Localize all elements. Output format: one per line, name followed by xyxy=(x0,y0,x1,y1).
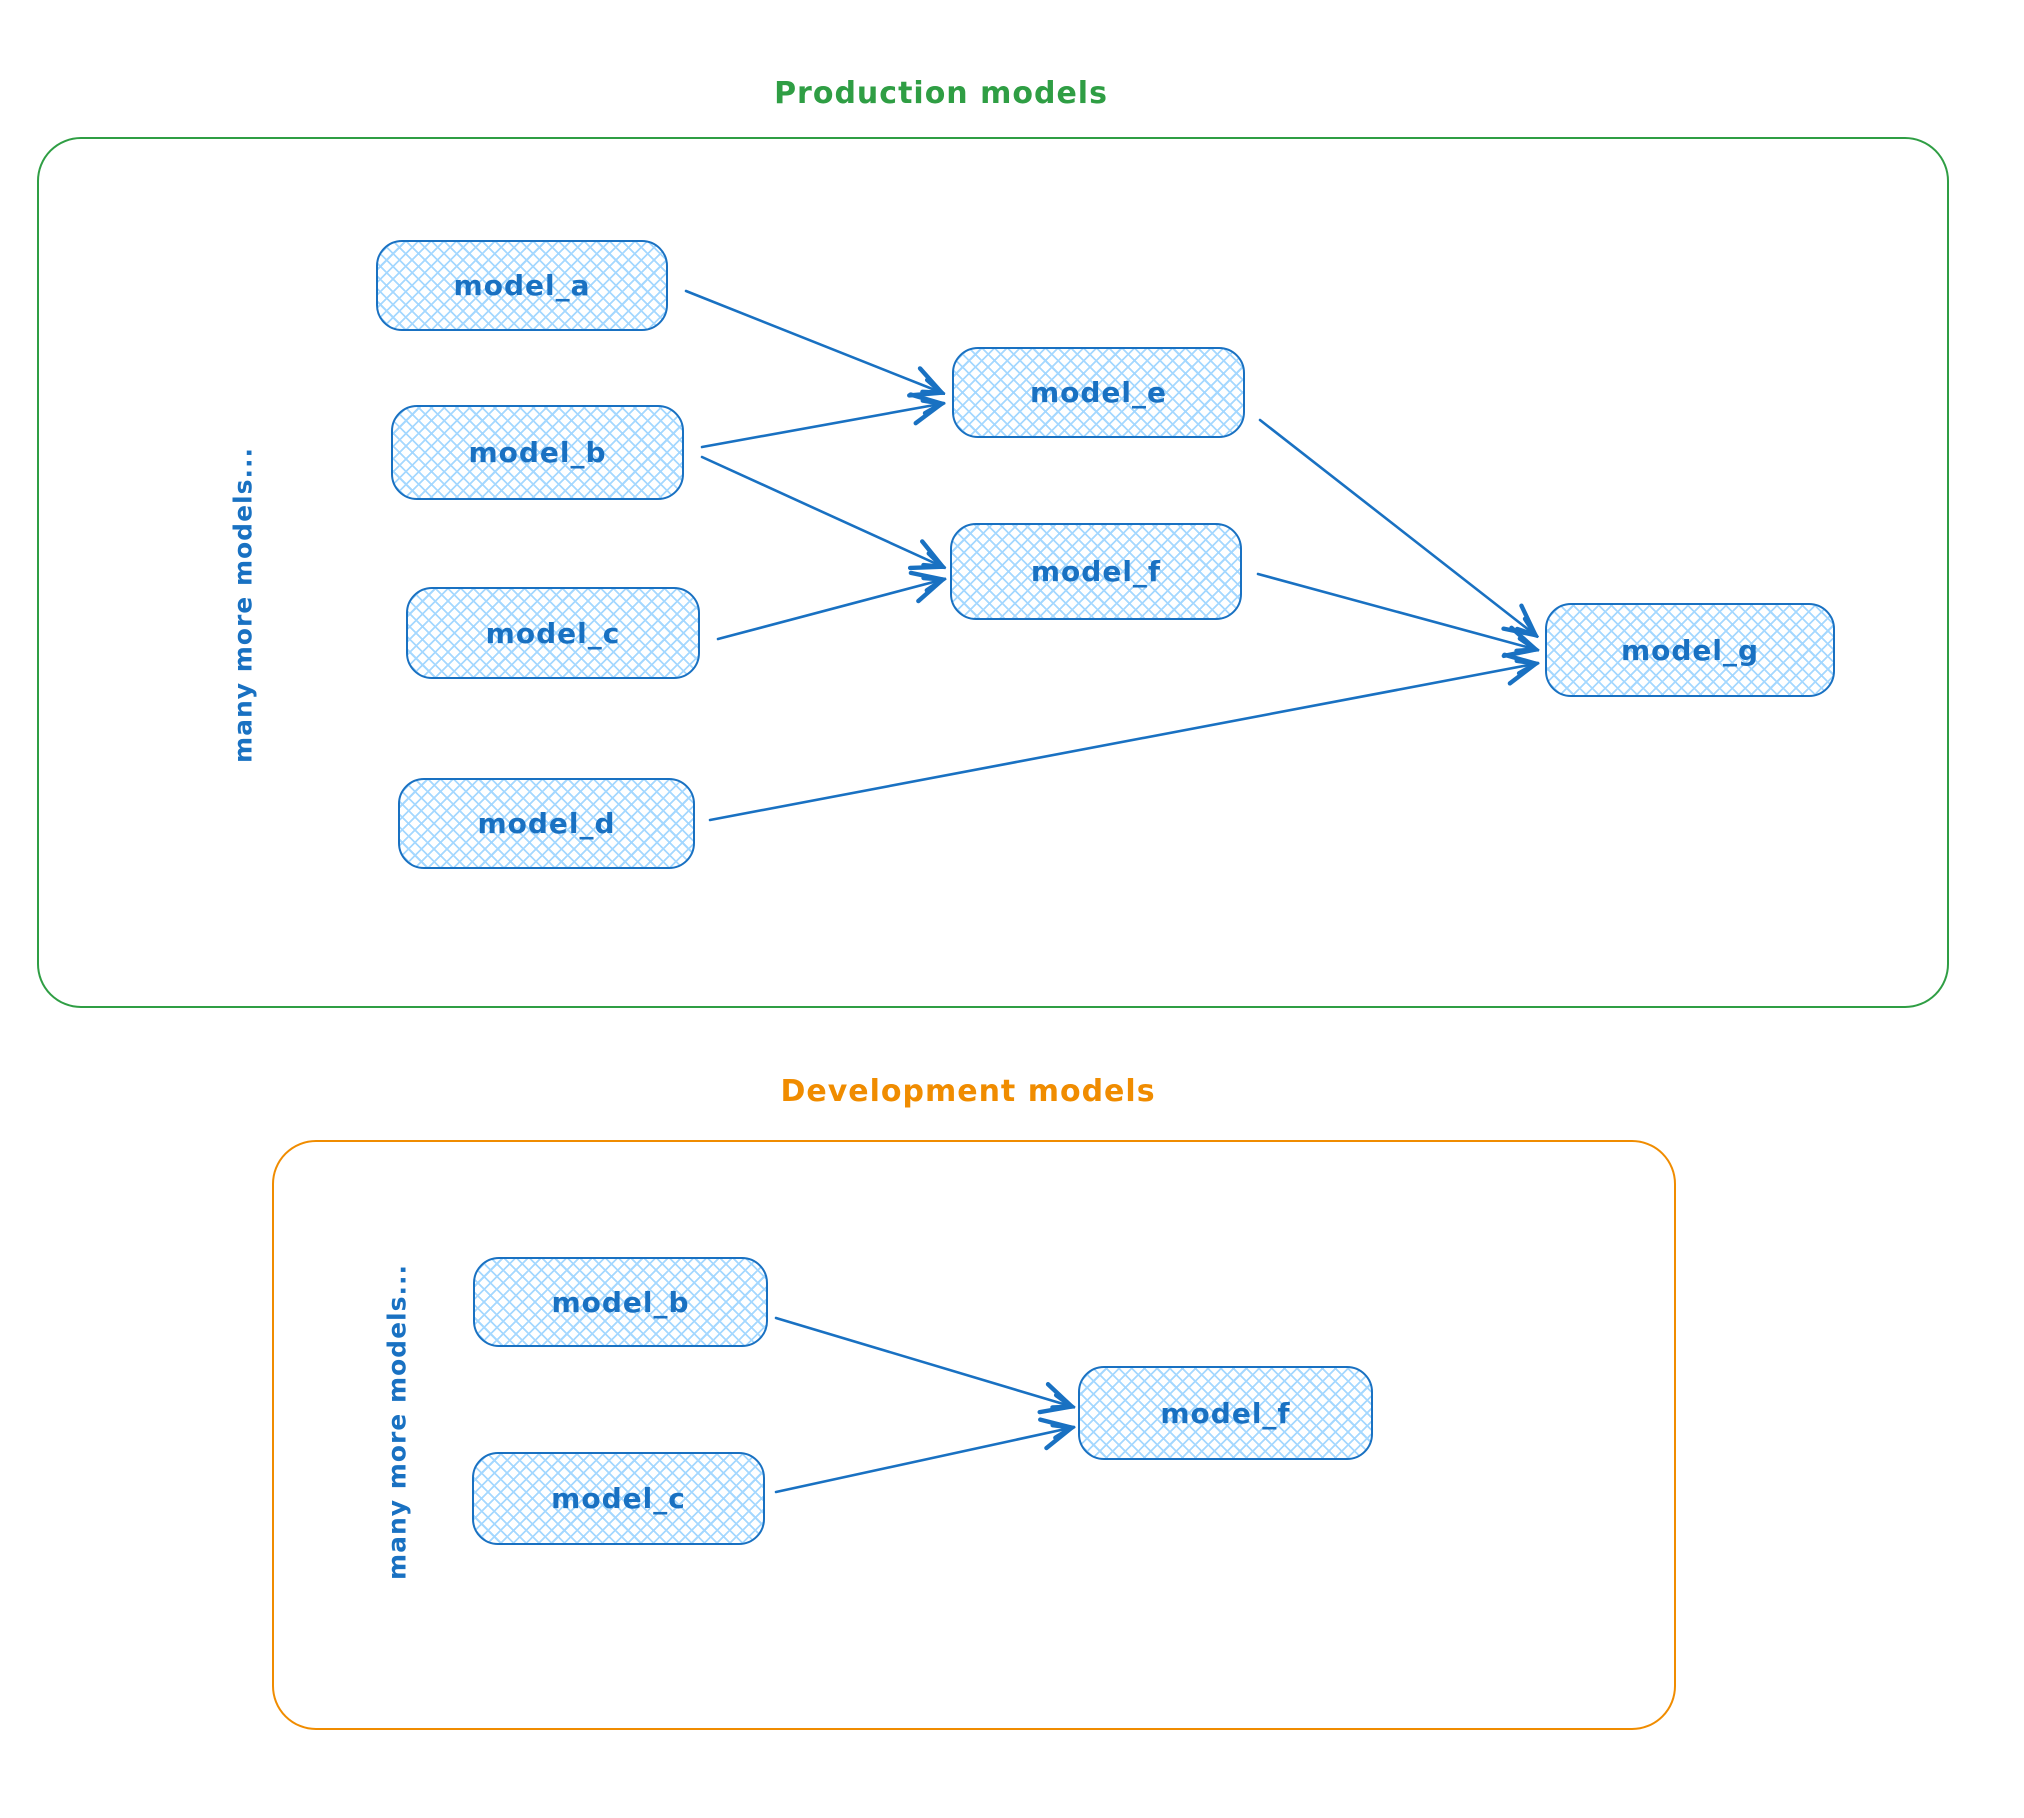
node-development-model_b: model_b xyxy=(473,1257,768,1347)
node-development-model_c: model_c xyxy=(472,1452,765,1545)
node-production-model_f: model_f xyxy=(950,523,1242,620)
node-label: model_g xyxy=(1620,633,1760,667)
node-production-model_b: model_b xyxy=(391,405,684,500)
node-production-model_a: model_a xyxy=(376,240,668,331)
node-label: model_f xyxy=(1030,555,1162,588)
node-label: model_e xyxy=(1029,376,1168,409)
node-label: model_d xyxy=(477,807,616,840)
node-label: model_c xyxy=(485,616,621,650)
node-production-model_d: model_d xyxy=(398,778,695,869)
production-title: Production models xyxy=(774,76,1108,111)
production-container xyxy=(37,137,1949,1008)
node-production-model_c: model_c xyxy=(406,587,700,679)
node-production-model_e: model_e xyxy=(952,347,1245,438)
development-title: Development models xyxy=(780,1074,1156,1109)
production-side-label: many more models... xyxy=(228,447,258,763)
node-label: model_b xyxy=(468,436,607,469)
node-label: model_a xyxy=(453,269,591,302)
node-production-model_g: model_g xyxy=(1545,603,1835,697)
node-label: model_f xyxy=(1160,1396,1291,1430)
node-label: model_b xyxy=(551,1285,690,1319)
development-side-label: many more models... xyxy=(382,1264,412,1580)
development-container xyxy=(272,1140,1676,1730)
node-development-model_f: model_f xyxy=(1078,1366,1373,1460)
node-label: model_c xyxy=(551,1482,686,1515)
